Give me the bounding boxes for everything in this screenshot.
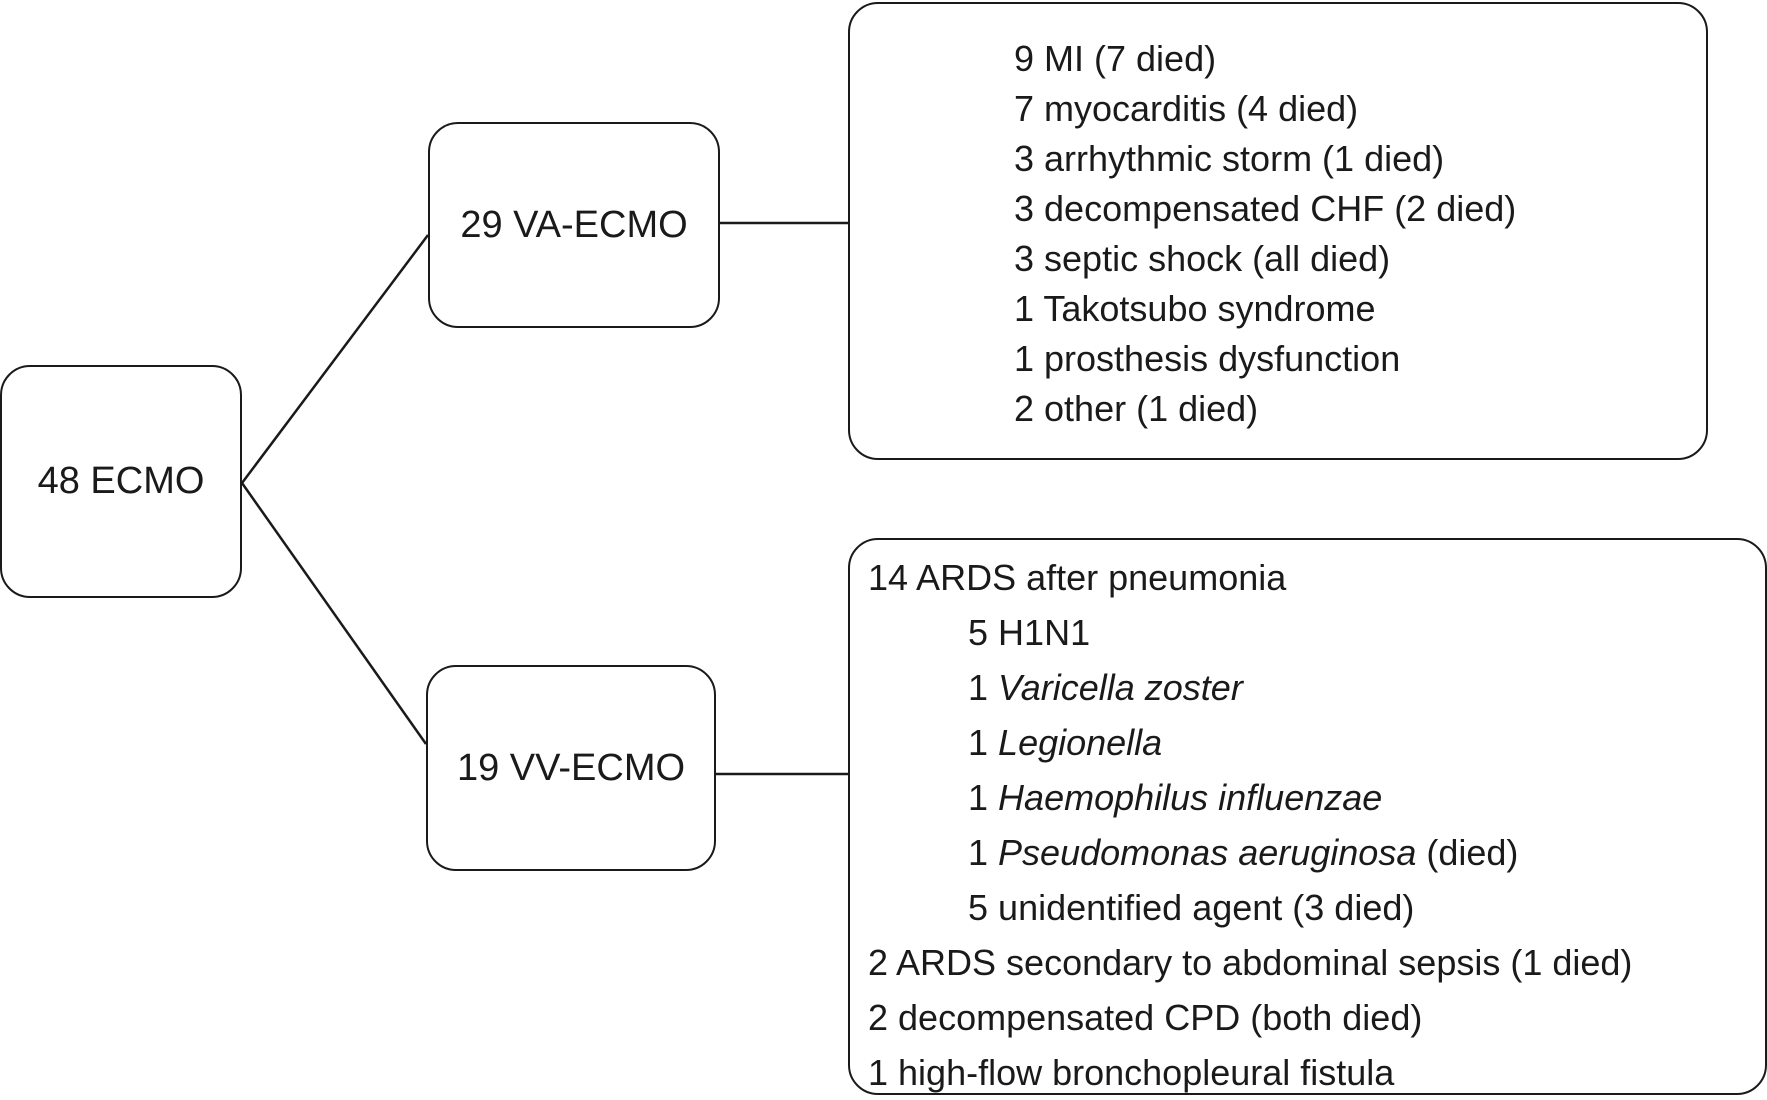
vv-sub-count: 1 bbox=[968, 722, 989, 763]
va-ecmo-label: 29 VA-ECMO bbox=[460, 203, 688, 246]
va-item-myocarditis: 7 myocarditis (4 died) bbox=[1014, 88, 1359, 129]
vv-ecmo-node: 19 VV-ECMO bbox=[426, 665, 716, 871]
vv-subitem-varicella: 1 Varicella zoster bbox=[868, 660, 1632, 715]
vv-item-abdominal-sepsis: 2 ARDS secondary to abdominal sepsis (1 … bbox=[868, 942, 1633, 983]
va-item-septic-shock: 3 septic shock (all died) bbox=[1014, 238, 1391, 279]
vv-sub-count: 5 bbox=[968, 887, 989, 928]
va-item-chf: 3 decompensated CHF (2 died) bbox=[1014, 188, 1517, 229]
vv-sub-agent: unidentified agent (3 died) bbox=[998, 887, 1415, 928]
vv-details-box bbox=[848, 538, 1767, 1095]
vv-sub-count: 5 bbox=[968, 612, 989, 653]
vv-sub-agent: Varicella zoster bbox=[998, 667, 1243, 708]
vv-subitem-haemophilus: 1 Haemophilus influenzae bbox=[868, 770, 1632, 825]
va-details-box bbox=[848, 2, 1708, 460]
vv-ecmo-label: 19 VV-ECMO bbox=[456, 746, 686, 789]
vv-subitem-pseudomonas: 1 Pseudomonas aeruginosa (died) bbox=[868, 825, 1632, 880]
root-label: 48 ECMO bbox=[37, 460, 205, 502]
vv-subitem-legionella: 1 Legionella bbox=[868, 715, 1632, 770]
va-details-list: 9 MI (7 died) 7 myocarditis (4 died) 3 a… bbox=[1014, 34, 1516, 434]
connector-root-to-vv bbox=[240, 482, 428, 745]
vv-sub-count: 1 bbox=[968, 832, 989, 873]
va-item-other: 2 other (1 died) bbox=[1014, 388, 1259, 429]
va-item-takotsubo: 1 Takotsubo syndrome bbox=[1014, 288, 1376, 329]
vv-sub-agent: Pseudomonas aeruginosa bbox=[998, 832, 1417, 873]
vv-item-ards-pneumonia: 14 ARDS after pneumonia bbox=[868, 557, 1287, 598]
va-item-prosthesis: 1 prosthesis dysfunction bbox=[1014, 338, 1401, 379]
vv-sub-count: 1 bbox=[968, 777, 989, 818]
vv-subitem-h1n1: 5 H1N1 bbox=[868, 605, 1632, 660]
vv-details-list: 14 ARDS after pneumonia 5 H1N1 1 Varicel… bbox=[868, 550, 1632, 1100]
vv-sub-agent: H1N1 bbox=[998, 612, 1091, 653]
vv-sub-agent: Legionella bbox=[998, 722, 1163, 763]
vv-sub-note: (died) bbox=[1426, 832, 1519, 873]
root-node: 48 ECMO bbox=[0, 365, 242, 598]
va-item-mi: 9 MI (7 died) bbox=[1014, 38, 1217, 79]
vv-sub-agent: Haemophilus influenzae bbox=[998, 777, 1383, 818]
va-ecmo-node: 29 VA-ECMO bbox=[428, 122, 720, 328]
connector-root-to-va bbox=[241, 234, 429, 484]
vv-item-fistula: 1 high-flow bronchopleural fistula bbox=[868, 1052, 1395, 1093]
vv-sub-count: 1 bbox=[968, 667, 989, 708]
va-item-arrhythmic-storm: 3 arrhythmic storm (1 died) bbox=[1014, 138, 1445, 179]
vv-subitem-unidentified: 5 unidentified agent (3 died) bbox=[868, 880, 1632, 935]
vv-item-cpd: 2 decompensated CPD (both died) bbox=[868, 997, 1423, 1038]
